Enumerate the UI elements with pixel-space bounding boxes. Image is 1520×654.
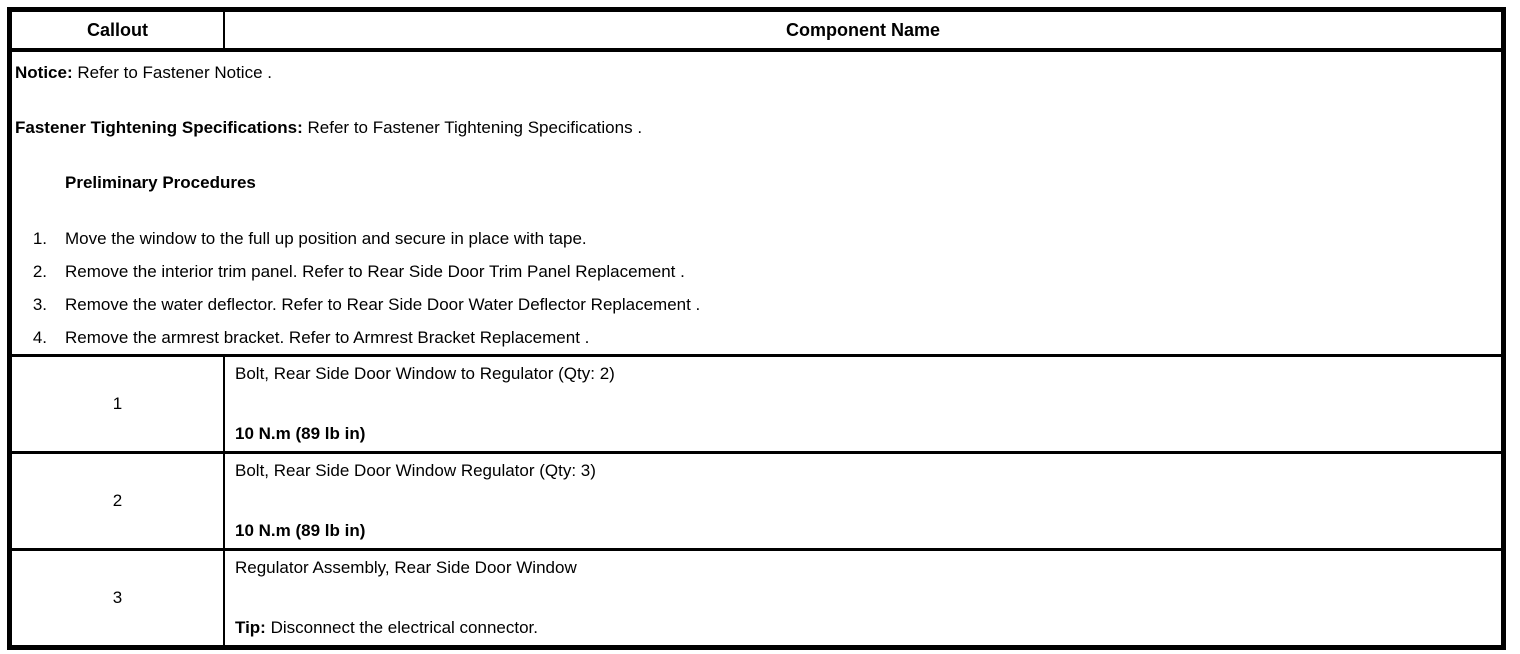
list-item: 4. Remove the armrest bracket. Refer to …	[15, 321, 1493, 354]
notice-label: Notice:	[15, 63, 73, 82]
step-3-text: Remove the water deflector. Refer to	[65, 295, 347, 314]
notice-period: .	[262, 63, 272, 82]
torque-spec: 10 N.m (89 lb in)	[235, 521, 366, 540]
fastener-specs-paragraph: Fastener Tightening Specifications: Refe…	[15, 117, 1493, 139]
component-name: Bolt, Rear Side Door Window to Regulator…	[235, 364, 615, 383]
step-3-period: .	[690, 295, 701, 314]
component-name: Regulator Assembly, Rear Side Door Windo…	[235, 558, 577, 577]
step-text: Remove the armrest bracket. Refer to Arm…	[65, 321, 589, 354]
armrest-bracket-replacement-link[interactable]: Armrest Bracket Replacement	[353, 328, 580, 347]
rear-side-door-trim-panel-replacement-link[interactable]: Rear Side Door Trim Panel Replacement	[367, 262, 676, 281]
list-item: 3. Remove the water deflector. Refer to …	[15, 288, 1493, 321]
tip-text: Disconnect the electrical connector.	[265, 618, 539, 637]
table-row: 2 Bolt, Rear Side Door Window Regulator …	[12, 451, 1501, 548]
list-item: 2. Remove the interior trim panel. Refer…	[15, 255, 1493, 288]
table-row: 1 Bolt, Rear Side Door Window to Regulat…	[12, 354, 1501, 451]
component-name-column-header: Component Name	[785, 19, 940, 40]
fastener-specs-text: Refer to	[302, 118, 373, 137]
step-4-period: .	[579, 328, 590, 347]
step-number: 2.	[32, 262, 47, 281]
notice-paragraph: Notice: Refer to Fastener Notice .	[15, 62, 1493, 84]
step-text: Move the window to the full up position …	[65, 222, 587, 255]
table-row: 3 Regulator Assembly, Rear Side Door Win…	[12, 548, 1501, 645]
step-text: Remove the water deflector. Refer to Rea…	[65, 288, 700, 321]
list-item: 1. Move the window to the full up positi…	[15, 222, 1493, 255]
step-number: 4.	[32, 328, 47, 347]
step-number: 3.	[32, 295, 47, 314]
fastener-specs-label: Fastener Tightening Specifications:	[15, 118, 303, 137]
tip-label: Tip:	[235, 618, 266, 637]
component-cell: Bolt, Rear Side Door Window to Regulator…	[225, 357, 1501, 451]
step-2-text: Remove the interior trim panel. Refer to	[65, 262, 368, 281]
fastener-specs-period: .	[632, 118, 643, 137]
notice-text: Refer to	[72, 63, 143, 82]
preliminary-notes-cell: Notice: Refer to Fastener Notice . Faste…	[12, 52, 1501, 354]
callout-column-header: Callout	[12, 12, 225, 48]
step-text: Remove the interior trim panel. Refer to…	[65, 255, 685, 288]
component-callout-table: Callout Component Name Notice: Refer to …	[7, 7, 1506, 650]
component-cell: Regulator Assembly, Rear Side Door Windo…	[225, 551, 1501, 645]
preliminary-steps-list: 1. Move the window to the full up positi…	[15, 222, 1493, 354]
rear-side-door-water-deflector-replacement-link[interactable]: Rear Side Door Water Deflector Replaceme…	[346, 295, 691, 314]
step-2-period: .	[675, 262, 685, 281]
tip-note: Tip: Disconnect the electrical connector…	[235, 617, 1491, 639]
callout-number-cell: 1	[12, 357, 225, 451]
torque-spec: 10 N.m (89 lb in)	[235, 424, 366, 443]
callout-number-cell: 2	[12, 454, 225, 548]
step-number: 1.	[32, 229, 47, 248]
step-4-text: Remove the armrest bracket. Refer to	[65, 328, 354, 347]
callout-number-cell: 3	[12, 551, 225, 645]
preliminary-procedures-title: Preliminary Procedures	[65, 173, 256, 192]
component-name: Bolt, Rear Side Door Window Regulator (Q…	[235, 461, 596, 480]
table-header-row: Callout Component Name	[12, 12, 1501, 52]
fastener-tightening-specifications-link[interactable]: Fastener Tightening Specifications	[372, 118, 633, 137]
fastener-notice-link[interactable]: Fastener Notice	[142, 63, 263, 82]
component-cell: Bolt, Rear Side Door Window Regulator (Q…	[225, 454, 1501, 548]
step-1-text: Move the window to the full up position …	[65, 229, 587, 248]
